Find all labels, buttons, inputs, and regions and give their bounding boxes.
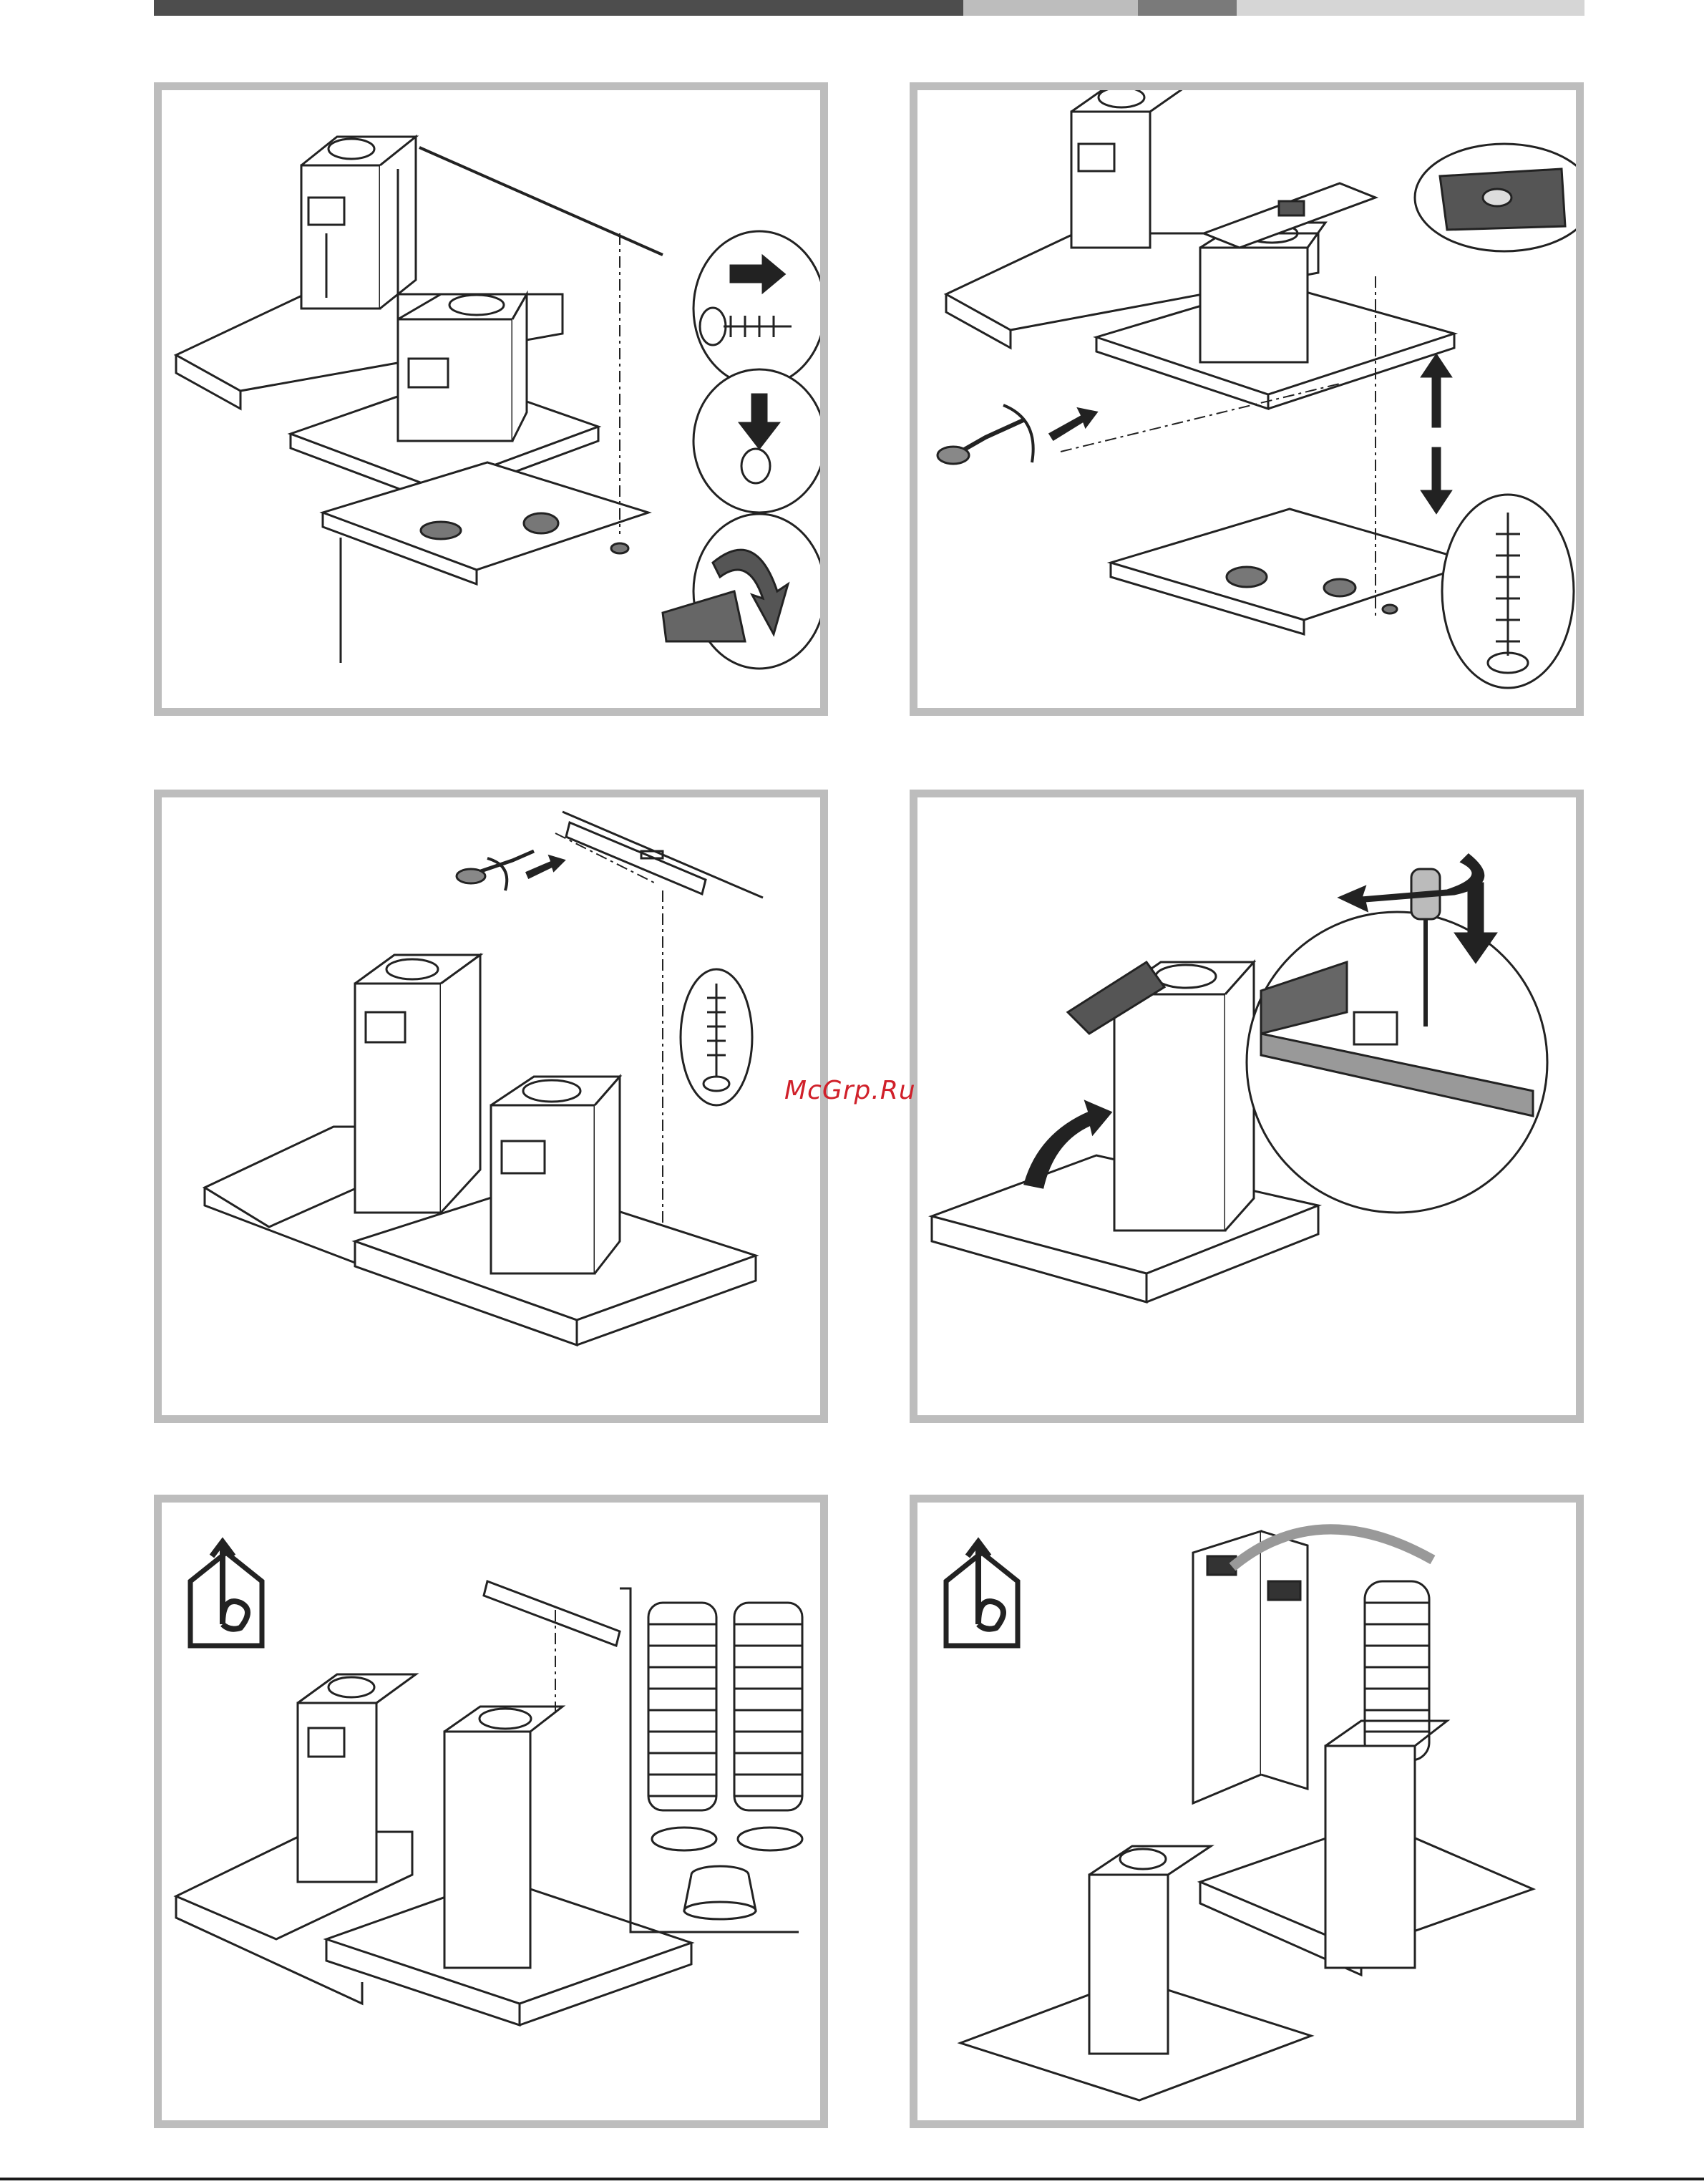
- accessory-box: [620, 1588, 802, 1932]
- hood-body-illustration: [176, 137, 663, 663]
- watermark: McGrp.Ru: [784, 1076, 916, 1105]
- screw-icon: [693, 231, 820, 386]
- figure-6-chimney-fitting: [910, 1495, 1584, 2128]
- screwdriver-icon: [457, 851, 564, 890]
- screwdriver-icon: [938, 405, 1096, 464]
- figure-5-ducted-version-parts: [154, 1495, 828, 2128]
- flexible-duct-icon: [1365, 1581, 1429, 1760]
- rotate-arrow-icon: [663, 514, 820, 669]
- screw-icon: [1442, 495, 1574, 688]
- outdoor-venting-icon: [190, 1542, 262, 1646]
- figure-4-motor-fixing: [910, 790, 1584, 1423]
- clamp-icon: [652, 1828, 802, 1850]
- bottom-rule: [0, 2178, 1704, 2180]
- header-bar-segment-2: [963, 0, 1138, 16]
- header-bar-segment-3: [1138, 0, 1237, 16]
- figure-3-bracket-fixing: [154, 790, 828, 1423]
- motor-unit-illustration: [176, 1674, 691, 2025]
- push-arrow-icon: [693, 369, 820, 513]
- screw-icon: [681, 969, 752, 1105]
- wall-bracket-illustration: [484, 1581, 620, 1717]
- flexible-duct-icon: [648, 1603, 802, 1810]
- figure-1-wall-screws: [154, 82, 828, 716]
- spirit-level-icon: [1415, 144, 1576, 251]
- header-bar-segment-1: [154, 0, 963, 16]
- outdoor-venting-icon: [946, 1542, 1018, 1646]
- figure-2-level-alignment: [910, 82, 1584, 716]
- adapter-ring-icon: [684, 1866, 756, 1919]
- up-down-arrow-icon: [1422, 355, 1451, 513]
- detail-callout: [1247, 912, 1547, 1213]
- header-bar-segment-4: [1237, 0, 1584, 16]
- motor-unit-illustration: [205, 955, 756, 1345]
- hood-body-illustration: [946, 90, 1476, 634]
